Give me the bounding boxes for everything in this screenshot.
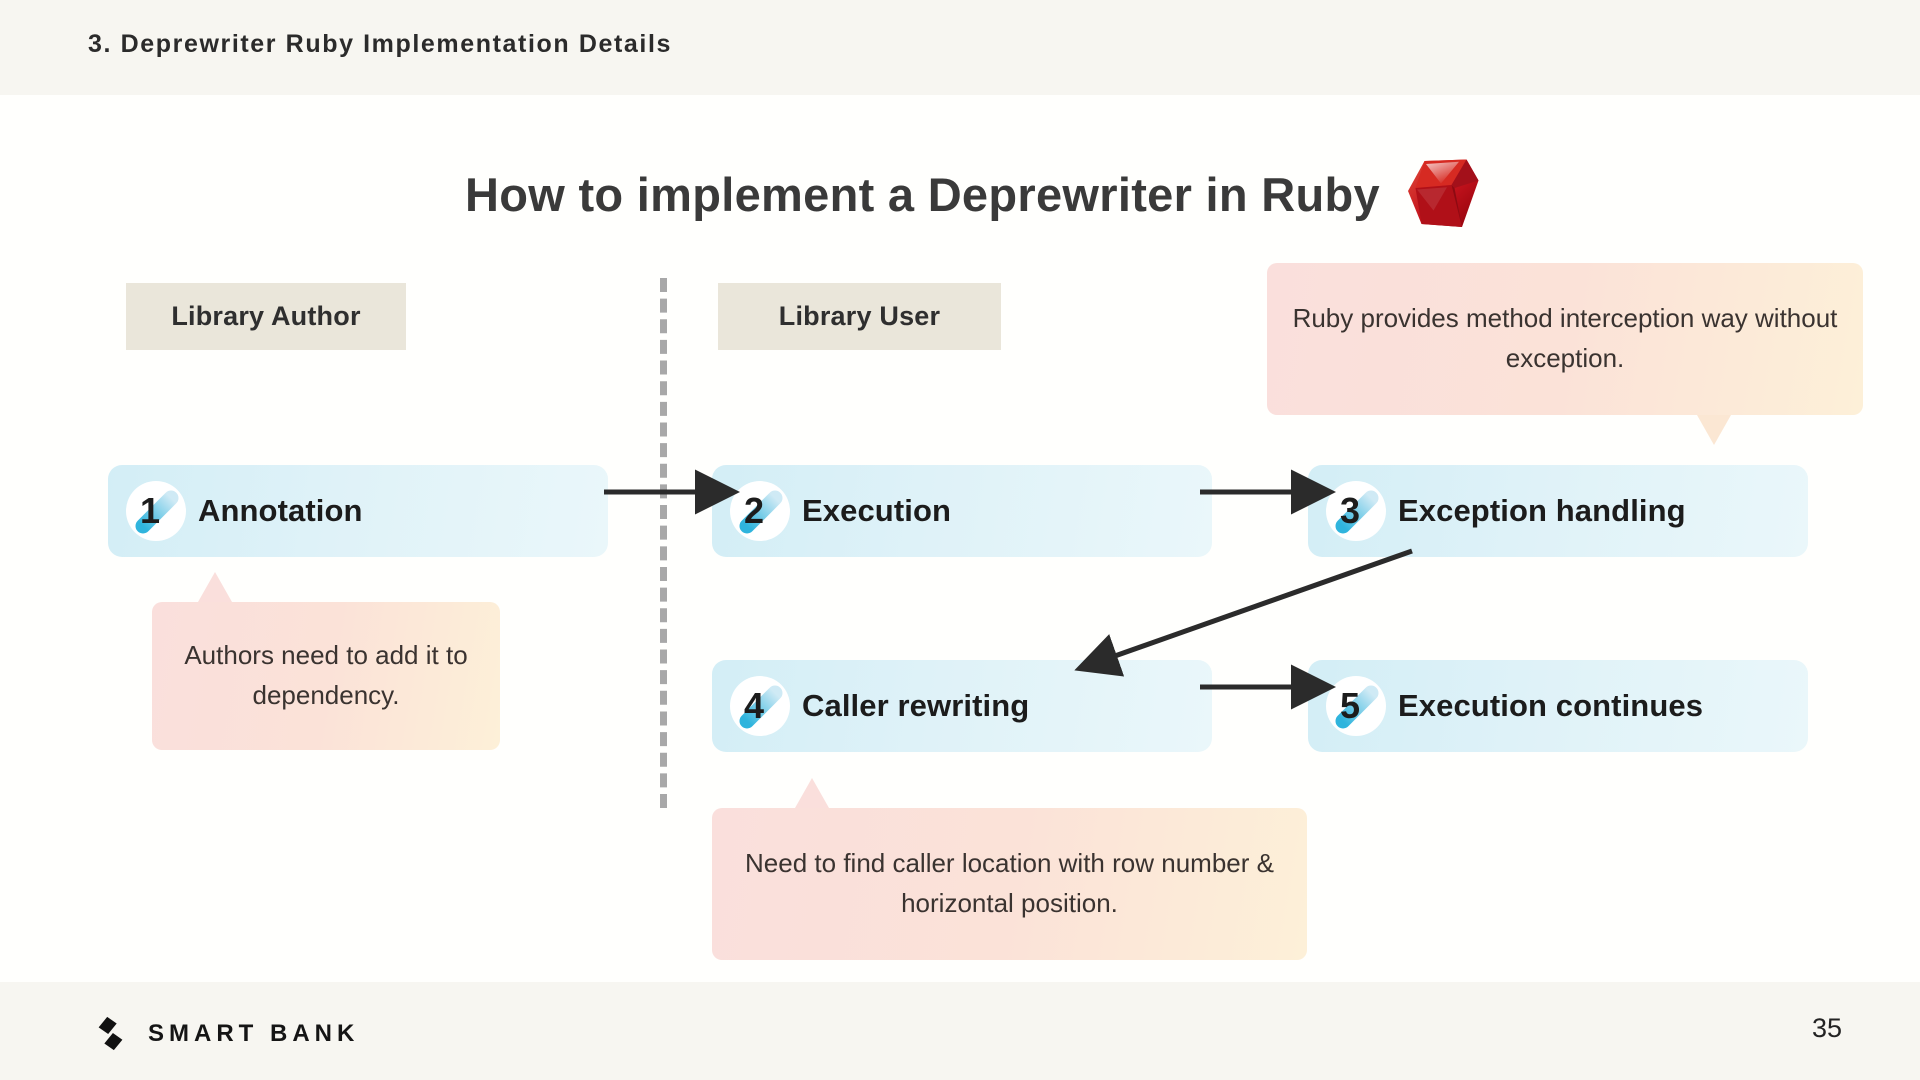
step-badge-1: 1: [126, 481, 186, 541]
callout-ruby-interception: Ruby provides method interception way wi…: [1267, 263, 1863, 415]
step-number-1: 1: [139, 490, 161, 531]
step-label-2: Execution: [802, 493, 952, 528]
step-label-3: Exception handling: [1398, 493, 1686, 528]
brand-name: SMART BANK: [148, 1020, 360, 1047]
page-number: 35: [1811, 1013, 1842, 1043]
callout-tail-authors-dependency: [198, 572, 232, 602]
step-badge-3: 3: [1326, 481, 1386, 541]
page-title: How to implement a Deprewriter in Ruby: [465, 167, 1380, 221]
step-box-execution[interactable]: 2 Execution: [712, 465, 1212, 557]
ruby-gem-icon: [1406, 158, 1482, 230]
step-badge-5: 5: [1326, 676, 1386, 736]
arrow-step3-to-step4: [1074, 548, 1413, 677]
slide-title-group: How to implement a Deprewriter in Ruby: [465, 158, 1482, 230]
callout-authors-dependency: Authors need to add it to dependency.: [152, 602, 500, 750]
step-number-2: 2: [743, 490, 765, 531]
step-label-5: Execution continues: [1398, 688, 1704, 723]
section-title: 3. Deprewriter Ruby Implementation Detai…: [88, 30, 672, 58]
callout-caller-location: Need to find caller location with row nu…: [712, 808, 1307, 960]
arrow-step2-to-step3: [1200, 469, 1336, 515]
step-badge-4: 4: [730, 676, 790, 736]
lane-label-library-author: Library Author: [126, 283, 406, 350]
step-box-execution-continues[interactable]: 5 Execution continues: [1308, 660, 1808, 752]
smartbank-logo-icon: [92, 1015, 130, 1053]
header-bar: [0, 0, 1920, 95]
step-number-5: 5: [1339, 685, 1361, 726]
callout-tail-ruby-interception: [1697, 415, 1731, 445]
step-number-4: 4: [743, 685, 765, 726]
callout-tail-caller-location: [795, 778, 829, 808]
arrow-step1-to-step2: [604, 469, 740, 515]
lane-divider: [660, 278, 667, 808]
lane-label-library-user: Library User: [718, 283, 1001, 350]
step-number-3: 3: [1339, 490, 1361, 531]
brand-logo: SMART BANK: [92, 1015, 359, 1053]
step-label-4: Caller rewriting: [802, 688, 1030, 723]
step-badge-2: 2: [730, 481, 790, 541]
step-label-1: Annotation: [198, 493, 363, 528]
step-box-exception-handling[interactable]: 3 Exception handling: [1308, 465, 1808, 557]
arrow-step4-to-step5: [1200, 664, 1336, 710]
step-box-caller-rewriting[interactable]: 4 Caller rewriting: [712, 660, 1212, 752]
step-box-annotation[interactable]: 1 Annotation: [108, 465, 608, 557]
footer-bar: [0, 982, 1920, 1080]
